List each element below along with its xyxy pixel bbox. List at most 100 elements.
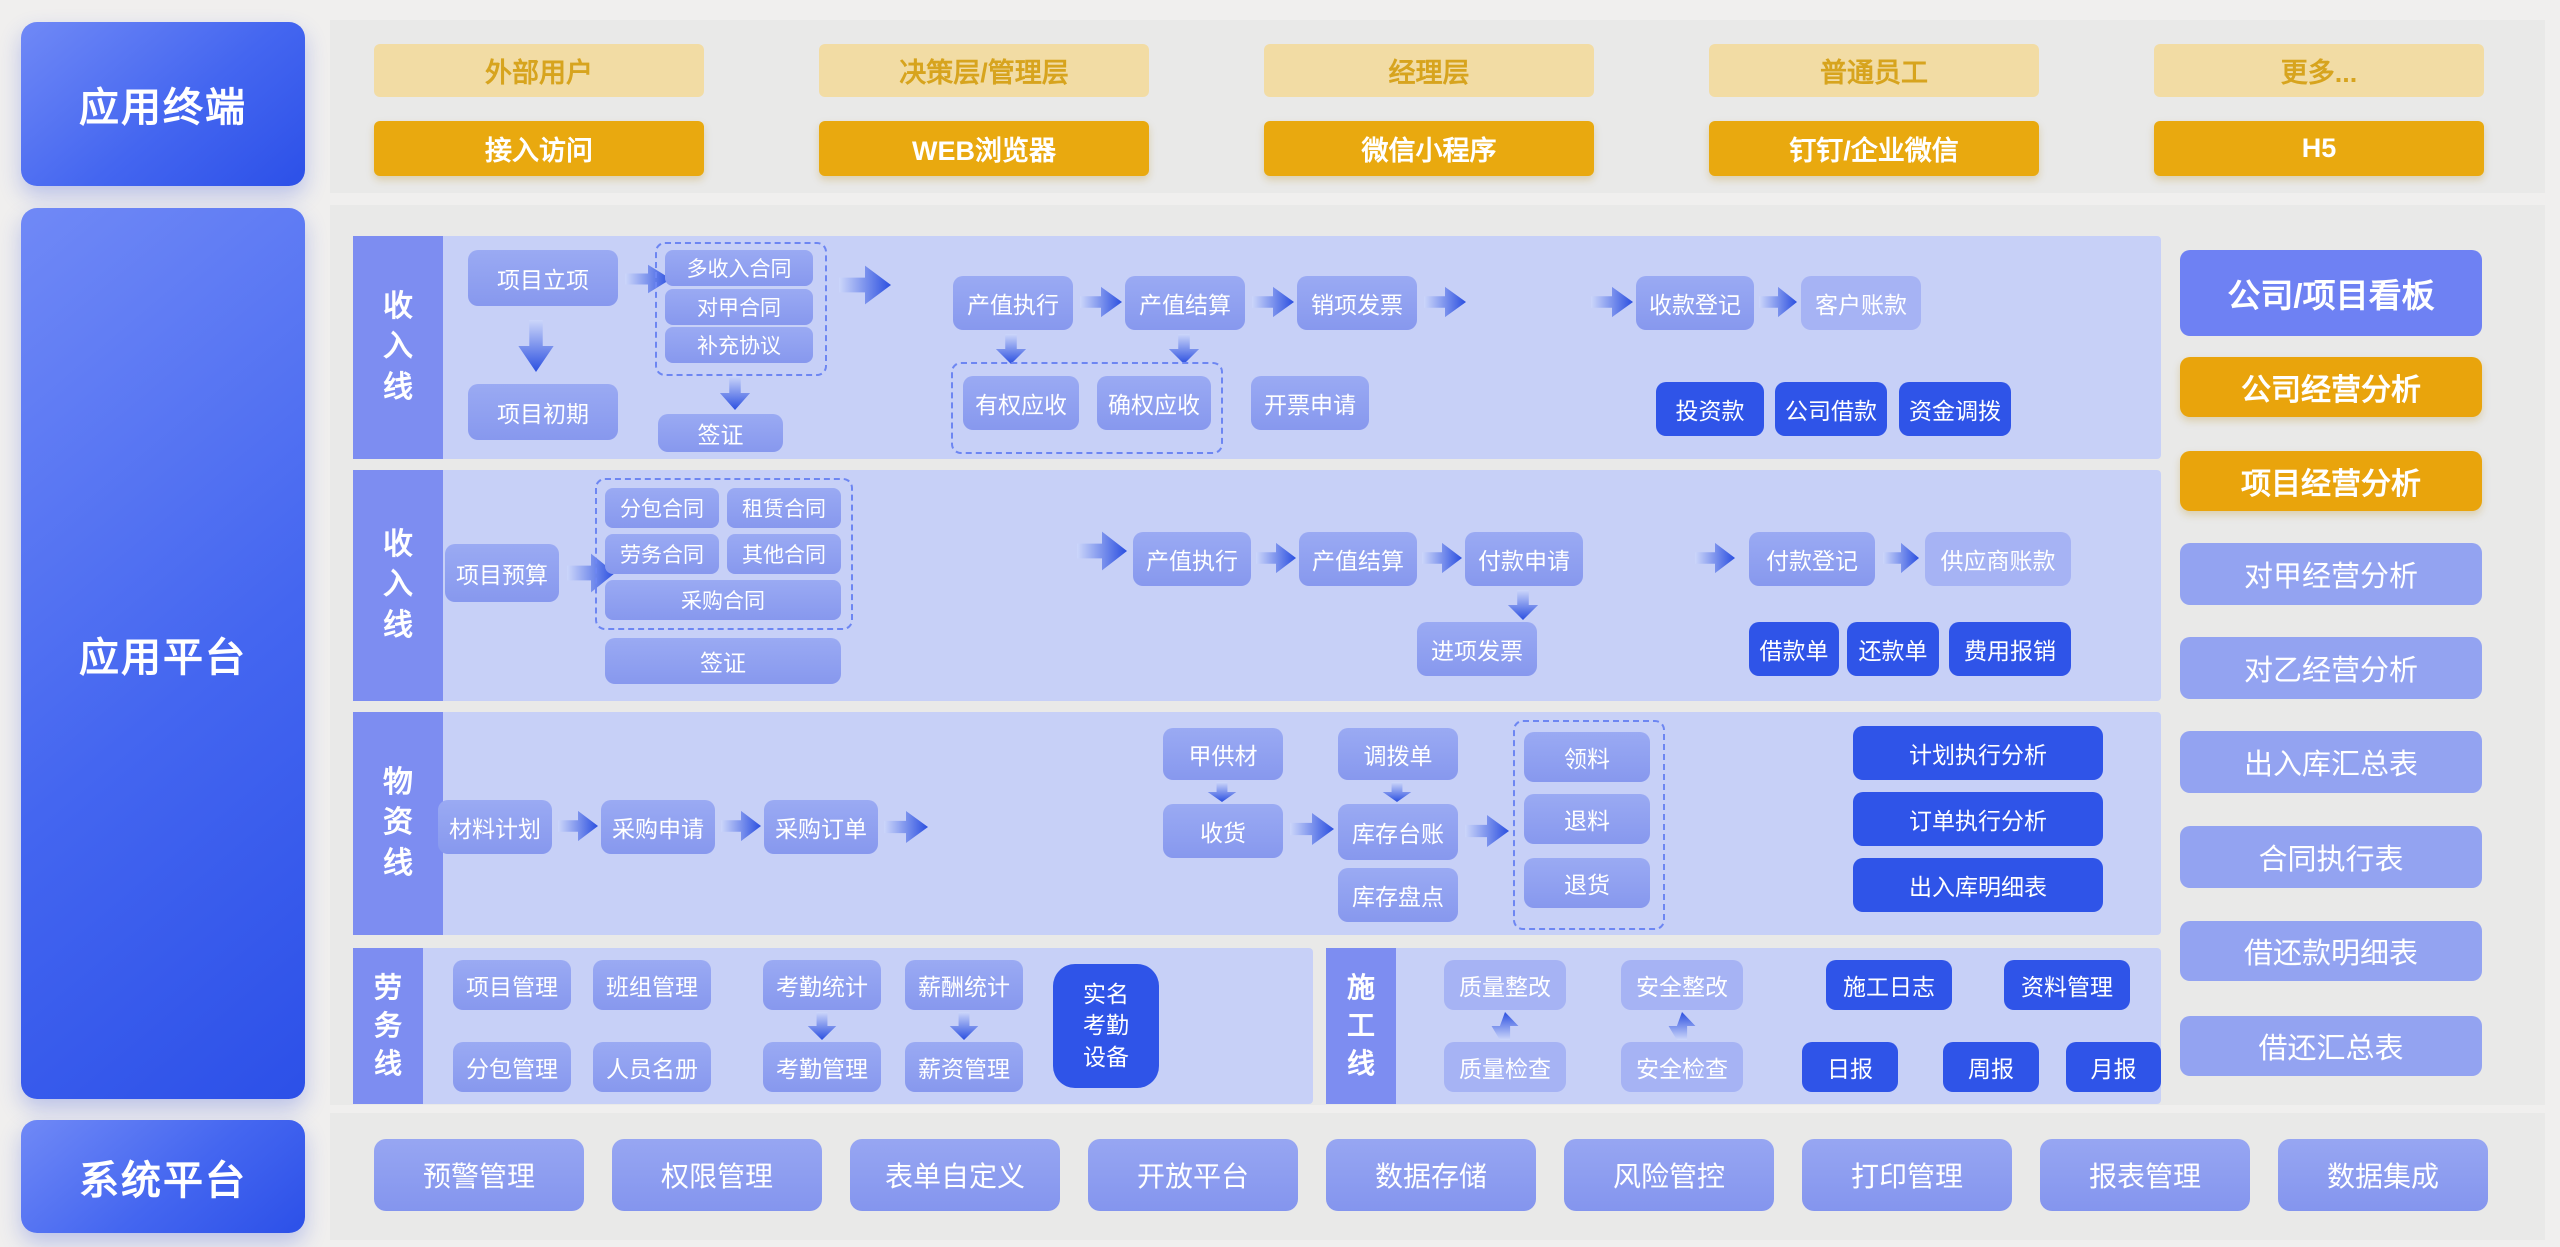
box-confirmed-receivable: 确权应收 — [1097, 376, 1211, 430]
box-subcontract: 分包合同 — [605, 488, 719, 528]
flow-arrow-right-icon — [1695, 542, 1735, 574]
box-team-mgmt: 班组管理 — [593, 960, 711, 1010]
box-salary-stats: 薪酬统计 — [905, 960, 1023, 1010]
box-fund-transfer: 资金调拨 — [1899, 382, 2011, 436]
flow-arrow-up-icon — [1491, 1012, 1519, 1040]
box-purchase-order: 采购订单 — [764, 800, 878, 854]
box-project-initiation: 项目立项 — [468, 250, 618, 306]
box-material-return: 退料 — [1524, 794, 1650, 844]
box-owner-contract: 对甲合同 — [665, 289, 813, 325]
box-other-contract: 其他合同 — [727, 534, 841, 574]
flow-arrow-right-icon — [1256, 542, 1296, 574]
flow-arrow-down-icon — [518, 320, 554, 372]
box-realname-attendance-device: 实名 考勤 设备 — [1053, 964, 1159, 1088]
box-daily-report: 日报 — [1802, 1042, 1898, 1092]
sys-open-platform: 开放平台 — [1088, 1139, 1298, 1211]
row-label-labor: 劳 务 线 — [353, 948, 423, 1104]
box-material-plan: 材料计划 — [438, 800, 552, 854]
flow-arrow-right-icon — [839, 265, 891, 305]
box-investment-fund: 投资款 — [1656, 382, 1764, 436]
row-income-2: 收 入 线 项目预算 分包合同 租赁合同 劳务合同 其他合同 采购合同 签证 产… — [353, 470, 2161, 701]
box-attendance-mgmt: 考勤管理 — [763, 1042, 881, 1092]
box-roster: 人员名册 — [593, 1042, 711, 1092]
flow-arrow-right-icon — [1591, 286, 1633, 318]
box-repayment-note: 还款单 — [1847, 622, 1939, 676]
flow-arrow-right-icon — [1080, 286, 1122, 318]
flow-arrow-right-icon — [1424, 286, 1466, 318]
row-labor: 劳 务 线 项目管理 班组管理 考勤统计 薪酬统计 分包管理 人员名册 考勤管理… — [353, 948, 1313, 1104]
flow-arrow-down-icon — [807, 1012, 837, 1040]
user-role-external: 外部用户 — [374, 44, 704, 97]
box-inout-detail-report: 出入库明细表 — [1853, 858, 2103, 912]
contract-group-outline — [595, 478, 853, 630]
box-quality-check: 质量检查 — [1444, 1042, 1566, 1092]
box-attendance-stats: 考勤统计 — [763, 960, 881, 1010]
box-goods-return: 退货 — [1524, 858, 1650, 908]
box-document-mgmt: 资料管理 — [2004, 960, 2130, 1010]
sys-risk-control: 风险管控 — [1564, 1139, 1774, 1211]
box-labor-contract: 劳务合同 — [605, 534, 719, 574]
box-construction-log: 施工日志 — [1826, 960, 1952, 1010]
box-lease-contract: 租赁合同 — [727, 488, 841, 528]
system-items: 预警管理 权限管理 表单自定义 开放平台 数据存储 风险管控 打印管理 报表管理… — [330, 1113, 2545, 1240]
receivable-group-outline — [951, 362, 1223, 454]
box-owner-supplied: 甲供材 — [1163, 728, 1283, 780]
box-entitled-receivable: 有权应收 — [963, 376, 1079, 430]
flow-arrow-down-icon — [995, 334, 1027, 364]
row-label-income-1: 收 入 线 — [353, 236, 443, 459]
sys-alert-mgmt: 预警管理 — [374, 1139, 584, 1211]
contract-group-outline — [655, 242, 827, 376]
flow-arrow-right-icon — [1422, 542, 1462, 574]
sidebar-item-kanban: 公司/项目看板 — [2180, 250, 2482, 336]
flow-arrow-right-icon — [1465, 815, 1509, 847]
channel-wechat-miniapp: 微信小程序 — [1264, 121, 1594, 176]
box-subcontract-mgmt: 分包管理 — [453, 1042, 571, 1092]
flow-arrow-down-icon — [719, 376, 751, 410]
box-input-invoice: 进项发票 — [1417, 622, 1537, 676]
box-visa: 签证 — [658, 414, 783, 452]
box-loan-note: 借款单 — [1749, 622, 1839, 676]
flow-arrow-right-icon — [884, 811, 928, 843]
box-monthly-report: 月报 — [2066, 1042, 2161, 1092]
flow-arrow-right-icon — [1883, 542, 1919, 574]
box-stock-count: 库存盘点 — [1338, 868, 1458, 922]
row-construction: 施 工 线 质量整改 安全整改 施工日志 资料管理 质量检查 安全检查 日报 周… — [1326, 948, 2161, 1104]
rail-application-platform: 应用平台 — [21, 208, 305, 1099]
box-safety-check: 安全检查 — [1621, 1042, 1743, 1092]
row-label-construction: 施 工 线 — [1326, 948, 1396, 1104]
sidebar-item-loan-detail: 借还款明细表 — [2180, 921, 2482, 981]
box-weekly-report: 周报 — [1943, 1042, 2039, 1092]
box-company-loan: 公司借款 — [1775, 382, 1887, 436]
box-quality-rectify: 质量整改 — [1444, 960, 1566, 1010]
sys-report-mgmt: 报表管理 — [2040, 1139, 2250, 1211]
row-material: 物 资 线 材料计划 采购申请 采购订单 甲供材 收货 调拨单 库存台账 库存盘… — [353, 712, 2161, 935]
box-purchase-request: 采购申请 — [601, 800, 715, 854]
box-visa: 签证 — [605, 638, 841, 684]
sidebar-item-contract-execution: 合同执行表 — [2180, 826, 2482, 888]
flow-arrow-down-icon — [1168, 334, 1200, 364]
box-order-execution-analysis: 订单执行分析 — [1853, 792, 2103, 846]
user-role-decision: 决策层/管理层 — [819, 44, 1149, 97]
sidebar-item-inout-summary: 出入库汇总表 — [2180, 731, 2482, 793]
user-role-more: 更多... — [2154, 44, 2484, 97]
box-project-mgmt: 项目管理 — [453, 960, 571, 1010]
sys-permission-mgmt: 权限管理 — [612, 1139, 822, 1211]
box-safety-rectify: 安全整改 — [1621, 960, 1743, 1010]
sidebar-item-partyb-analysis: 对乙经营分析 — [2180, 637, 2482, 699]
sidebar-item-project-analysis: 项目经营分析 — [2180, 451, 2482, 511]
row-label-material: 物 资 线 — [353, 712, 443, 935]
sidebar-item-company-analysis: 公司经营分析 — [2180, 357, 2482, 417]
flow-arrow-down-icon — [1207, 782, 1237, 802]
sys-data-integration: 数据集成 — [2278, 1139, 2488, 1211]
box-output-execution: 产值执行 — [1133, 532, 1251, 586]
rail-system-platform: 系统平台 — [21, 1120, 305, 1233]
user-role-manager: 经理层 — [1264, 44, 1594, 97]
sys-data-storage: 数据存储 — [1326, 1139, 1536, 1211]
box-payment-request: 付款申请 — [1465, 532, 1583, 586]
box-output-settlement: 产值结算 — [1125, 276, 1245, 330]
sidebar-item-partya-analysis: 对甲经营分析 — [2180, 543, 2482, 605]
row-label-income-2: 收 入 线 — [353, 470, 443, 701]
box-purchase-contract: 采购合同 — [605, 580, 841, 620]
flow-arrow-right-icon — [1759, 286, 1797, 318]
sidebar-item-loan-summary: 借还汇总表 — [2180, 1016, 2482, 1076]
